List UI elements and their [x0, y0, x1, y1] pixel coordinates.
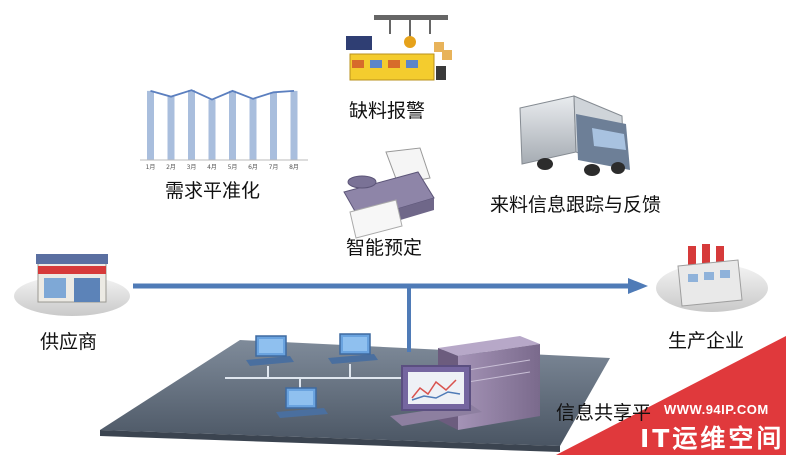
mini-chart-tick-label: 1月 [146, 164, 156, 171]
mini-chart-bar [188, 90, 195, 160]
demand-mini-chart: 1月 2月 3月 4月 5月 6月 7月 8月 [140, 89, 308, 171]
watermark-logo [556, 336, 786, 455]
mini-chart-bar [229, 90, 236, 160]
watermark-brand: IT运维空间 [640, 424, 785, 453]
mini-chart-bar [249, 98, 257, 160]
label-inbound-tracking: 来料信息跟踪与反馈 [490, 194, 662, 216]
computer-terminal-icon [276, 387, 328, 418]
network-cabling [225, 364, 415, 390]
computer-terminal-icon [246, 335, 294, 366]
mini-chart-line [150, 89, 295, 101]
main-flow-arrow [133, 278, 648, 352]
mini-chart-bar [208, 99, 216, 160]
label-manufacturer: 生产企业 [668, 330, 745, 352]
factory-icon [656, 244, 768, 312]
workstation-monitor-icon [390, 365, 482, 426]
label-info-platform: 信息共享平 [556, 402, 652, 424]
label-supplier: 供应商 [40, 331, 98, 353]
mini-chart-bar [270, 92, 277, 160]
mini-chart-tick-label: 3月 [187, 164, 197, 171]
mini-chart-bar [290, 90, 298, 160]
fax-machine-icon [343, 147, 435, 239]
mini-chart-bar [147, 90, 154, 160]
mini-chart-tick-label: 4月 [207, 164, 217, 171]
supplier-store-icon [14, 254, 130, 316]
mini-chart-tick-label: 6月 [248, 164, 258, 171]
production-line-icon [346, 15, 452, 81]
mini-chart-tick-label: 7月 [269, 164, 279, 171]
mini-chart-tick-label: 5月 [228, 164, 238, 171]
label-demand-leveling: 需求平准化 [165, 180, 261, 202]
mini-chart-bar [167, 96, 175, 160]
mini-chart-tick-label: 8月 [289, 164, 299, 171]
label-shortage-alarm: 缺料报警 [349, 100, 426, 122]
watermark-url: WWW.94IP.COM [664, 402, 769, 417]
computer-terminal-icon [328, 333, 378, 364]
delivery-truck-icon [519, 95, 630, 176]
mini-chart-tick-label: 2月 [166, 164, 176, 171]
label-smart-booking: 智能预定 [346, 237, 423, 259]
